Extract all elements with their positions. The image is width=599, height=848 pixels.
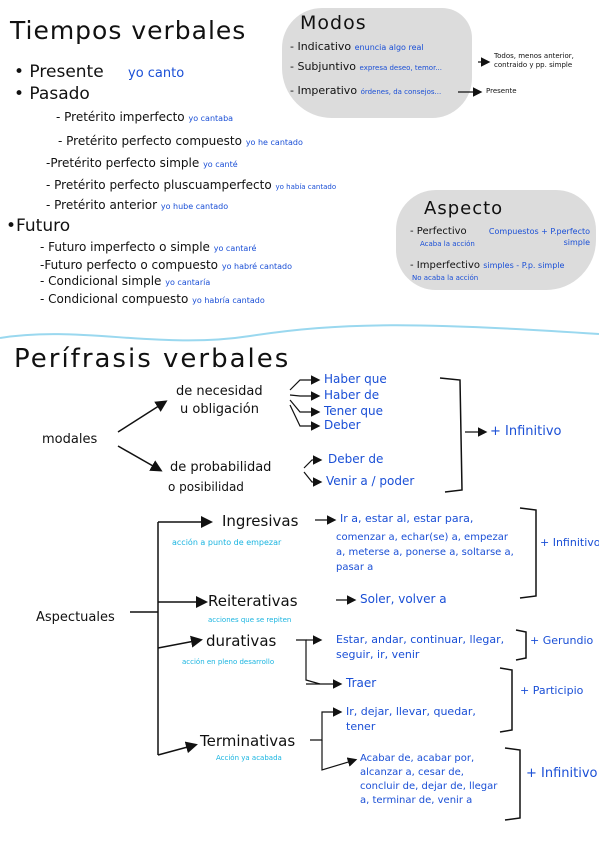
- aspecto-title: Aspecto: [424, 198, 504, 219]
- ingresivas-result: + Infinitivo: [540, 536, 599, 549]
- presente-label: • Presente: [14, 62, 104, 82]
- pasado-item: - Pretérito anterior yo hube cantado: [46, 198, 229, 212]
- aspecto-item: - Imperfectivo simples - P.p. simple: [410, 260, 565, 271]
- necesidad-item: Haber de: [324, 388, 380, 402]
- modos-title: Modos: [300, 12, 367, 34]
- terminativas-note: Acción ya acabada: [216, 754, 282, 762]
- futuro-item: -Futuro perfecto o compuesto yo habré ca…: [40, 258, 293, 272]
- durativas-label: durativas: [206, 632, 277, 650]
- modos-note-subjuntivo: Todos, menos anterior, contraido y pp. s…: [494, 52, 574, 69]
- reiterativas-note: acciones que se repiten: [208, 616, 292, 624]
- aspecto-cloud: [396, 190, 596, 290]
- modales-label: modales: [42, 432, 98, 447]
- futuro-item: - Condicional compuesto yo habría cantad…: [40, 292, 265, 306]
- necesidad-label: de necesidad: [176, 384, 263, 399]
- probabilidad-label-2: o posibilidad: [168, 480, 244, 494]
- terminativas-label: Terminativas: [200, 732, 296, 750]
- probabilidad-label: de probabilidad: [170, 460, 272, 475]
- ingresivas-more: comenzar a, echar(se) a, empezar a, mete…: [336, 532, 514, 573]
- reiterativas-items: Soler, volver a: [360, 592, 447, 606]
- reiterativas-label: Reiterativas: [208, 592, 298, 610]
- durativas-note: acción en pleno desarrollo: [182, 658, 275, 666]
- modos-item: - Imperativo órdenes, da consejos...: [290, 84, 442, 97]
- section-divider: [0, 324, 599, 342]
- aspecto-item-sub: Acaba la acción: [420, 240, 475, 248]
- pasado-item: -Pretérito perfecto simple yo canté: [46, 156, 238, 170]
- futuro-item: - Futuro imperfecto o simple yo cantaré: [40, 240, 257, 254]
- necesidad-item: Tener que: [324, 404, 384, 418]
- pasado-item: - Pretérito perfecto pluscuamperfecto yo…: [46, 178, 337, 192]
- durativas-gerundio: + Gerundio: [530, 634, 594, 647]
- durativas-participio: + Participio: [520, 684, 584, 697]
- probabilidad-item: Deber de: [328, 452, 384, 466]
- ingresivas-label: Ingresivas: [222, 512, 299, 530]
- pasado-item: - Pretérito imperfecto yo cantaba: [56, 110, 234, 124]
- modos-item: - Indicativo enuncia algo real: [290, 40, 424, 53]
- terminativas-items: Ir, dejar, llevar, quedar, tener: [346, 705, 476, 733]
- terminativas-result: + Infinitivo: [526, 766, 598, 781]
- futuro-label: •Futuro: [6, 216, 71, 236]
- aspecto-item-example: Compuestos + P.perfecto simple: [488, 227, 590, 247]
- probabilidad-item: Venir a / poder: [326, 474, 415, 488]
- modos-cloud: [282, 8, 472, 118]
- futuro-item: - Condicional simple yo cantaría: [40, 274, 211, 288]
- aspectuales-label: Aspectuales: [36, 610, 115, 625]
- necesidad-item: Haber que: [324, 372, 387, 386]
- terminativas-more: Acabar de, acabar por, alcanzar a, cesar…: [360, 753, 498, 806]
- durativas-items: Estar, andar, continuar, llegar, seguir,…: [336, 633, 505, 661]
- modos-item: - Subjuntivo expresa deseo, temor...: [290, 60, 442, 73]
- modales-result: + Infinitivo: [490, 424, 562, 439]
- pasado-label: • Pasado: [14, 84, 90, 104]
- durativas-traer: Traer: [346, 676, 377, 690]
- tiempos-title: Tiempos verbales: [10, 16, 247, 45]
- pasado-item: - Pretérito perfecto compuesto yo he can…: [58, 134, 303, 148]
- necesidad-item: Deber: [324, 418, 361, 432]
- aspecto-item: - Perfectivo: [410, 226, 467, 237]
- ingresivas-line1: Ir a, estar al, estar para,: [340, 512, 474, 525]
- aspecto-item-sub: No acaba la acción: [412, 274, 479, 282]
- ingresivas-note: acción a punto de empezar: [172, 538, 282, 547]
- presente-example: yo canto: [128, 66, 185, 81]
- necesidad-label-2: u obligación: [180, 402, 259, 417]
- modos-note-imperativo: Presente: [486, 87, 517, 95]
- perifrasis-title: Perífrasis verbales: [14, 344, 291, 374]
